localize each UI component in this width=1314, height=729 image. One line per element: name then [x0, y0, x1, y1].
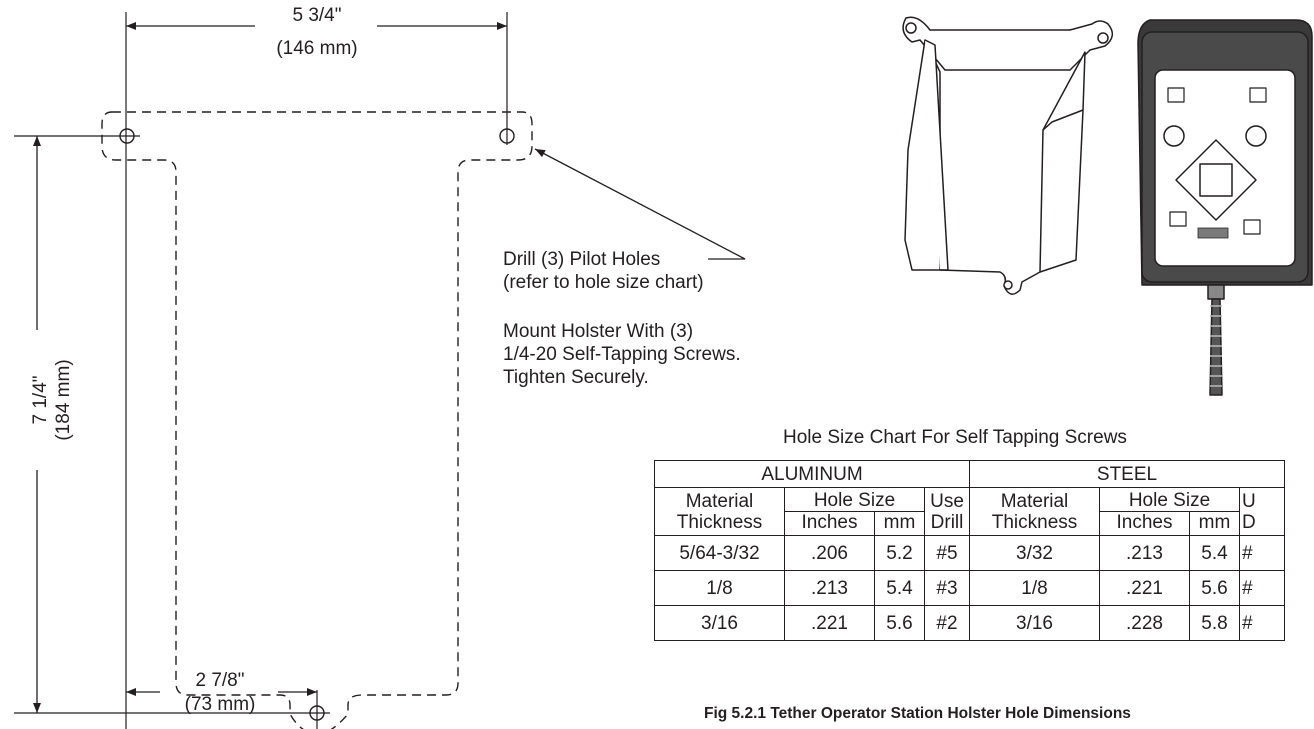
dimension-bottom-imperial: 2 7/8" — [195, 670, 244, 691]
dimension-height: 7 1/4" (184 mm) — [30, 136, 74, 713]
table-cell: .213 — [1099, 535, 1190, 571]
table-cell: # — [1239, 570, 1285, 606]
drill-note: Drill (3) Pilot Holes (refer to hole siz… — [503, 248, 704, 294]
table-cell: 1/8 — [654, 570, 785, 606]
dimension-top-width: 5 3/4" (146 mm) — [126, 5, 507, 59]
header-hole-size: Hole Size — [1099, 487, 1240, 512]
table-group-header-row: ALUMINUM STEEL — [654, 460, 1285, 488]
mount-note-line2: 1/4-20 Self-Tapping Screws. — [503, 344, 741, 365]
pilot-hole-leader — [534, 148, 746, 260]
table-cell: #5 — [924, 535, 970, 571]
table-subheader-row: Thickness Inches mm Drill Thickness Inch… — [654, 511, 1285, 536]
table-cell: #2 — [924, 605, 970, 641]
table-row: 1/8 .213 5.4 #3 1/8 .221 5.6 # — [654, 570, 1285, 606]
table-cell: 5/64-3/32 — [654, 535, 785, 571]
header-material: Material — [969, 487, 1100, 512]
mount-note-line1: Mount Holster With (3) — [503, 321, 694, 342]
dimension-height-imperial: 7 1/4" — [30, 375, 51, 424]
table-header-row: Material Hole Size Use Material Hole Siz… — [654, 487, 1285, 512]
header-drill: Drill — [924, 511, 970, 536]
table-cell: .228 — [1099, 605, 1190, 641]
table-cell: 3/16 — [654, 605, 785, 641]
table-cell: 5.2 — [874, 535, 925, 571]
table-cell: 5.4 — [1189, 535, 1240, 571]
dimension-height-metric: (184 mm) — [53, 359, 74, 440]
header-material: Material — [654, 487, 785, 512]
header-inches: Inches — [784, 511, 875, 536]
drill-note-line1: Drill (3) Pilot Holes — [503, 249, 661, 270]
dimension-bottom-offset: 2 7/8" (73 mm) — [126, 670, 317, 715]
operator-station-pendant-illustration — [1137, 19, 1313, 396]
figure-caption: Fig 5.2.1 Tether Operator Station Holste… — [704, 705, 1131, 722]
table-cell: 5.4 — [874, 570, 925, 606]
header-use: U — [1239, 487, 1285, 512]
table-cell: # — [1239, 605, 1285, 641]
table-cell: 3/32 — [969, 535, 1100, 571]
group-aluminum: ALUMINUM — [654, 460, 970, 488]
holster-bracket-illustration — [902, 16, 1114, 295]
table-cell: 5.8 — [1189, 605, 1240, 641]
header-drill: D — [1239, 511, 1285, 536]
table-cell: # — [1239, 535, 1285, 571]
header-hole-size: Hole Size — [784, 487, 925, 512]
header-thickness: Thickness — [969, 511, 1100, 536]
table-cell: .221 — [784, 605, 875, 641]
table-cell: .206 — [784, 535, 875, 571]
header-use: Use — [924, 487, 970, 512]
holster-outline — [101, 111, 533, 729]
table-cell: .221 — [1099, 570, 1190, 606]
table-cell: 3/16 — [969, 605, 1100, 641]
group-steel: STEEL — [969, 460, 1285, 488]
table-cell: 5.6 — [874, 605, 925, 641]
dimension-bottom-metric: (73 mm) — [185, 694, 256, 715]
header-thickness: Thickness — [654, 511, 785, 536]
table-row: 3/16 .221 5.6 #2 3/16 .228 5.8 # — [654, 605, 1285, 641]
table-cell: .213 — [784, 570, 875, 606]
hole-size-chart-title: Hole Size Chart For Self Tapping Screws — [783, 427, 1127, 448]
drill-note-line2: (refer to hole size chart) — [503, 272, 704, 293]
mount-note: Mount Holster With (3) 1/4-20 Self-Tappi… — [503, 320, 741, 389]
table-cell: 5.6 — [1189, 570, 1240, 606]
center-lines — [14, 12, 508, 729]
table-cell: 1/8 — [969, 570, 1100, 606]
mount-note-line3: Tighten Securely. — [503, 367, 649, 388]
dimension-top-metric: (146 mm) — [276, 38, 357, 59]
table-row: 5/64-3/32 .206 5.2 #5 3/32 .213 5.4 # — [654, 535, 1285, 571]
hole-size-chart: ALUMINUM STEEL Material Hole Size Use Ma… — [654, 460, 1285, 641]
dimension-top-imperial: 5 3/4" — [292, 5, 341, 26]
header-mm: mm — [1189, 511, 1240, 536]
header-mm: mm — [874, 511, 925, 536]
header-inches: Inches — [1099, 511, 1190, 536]
table-cell: #3 — [924, 570, 970, 606]
